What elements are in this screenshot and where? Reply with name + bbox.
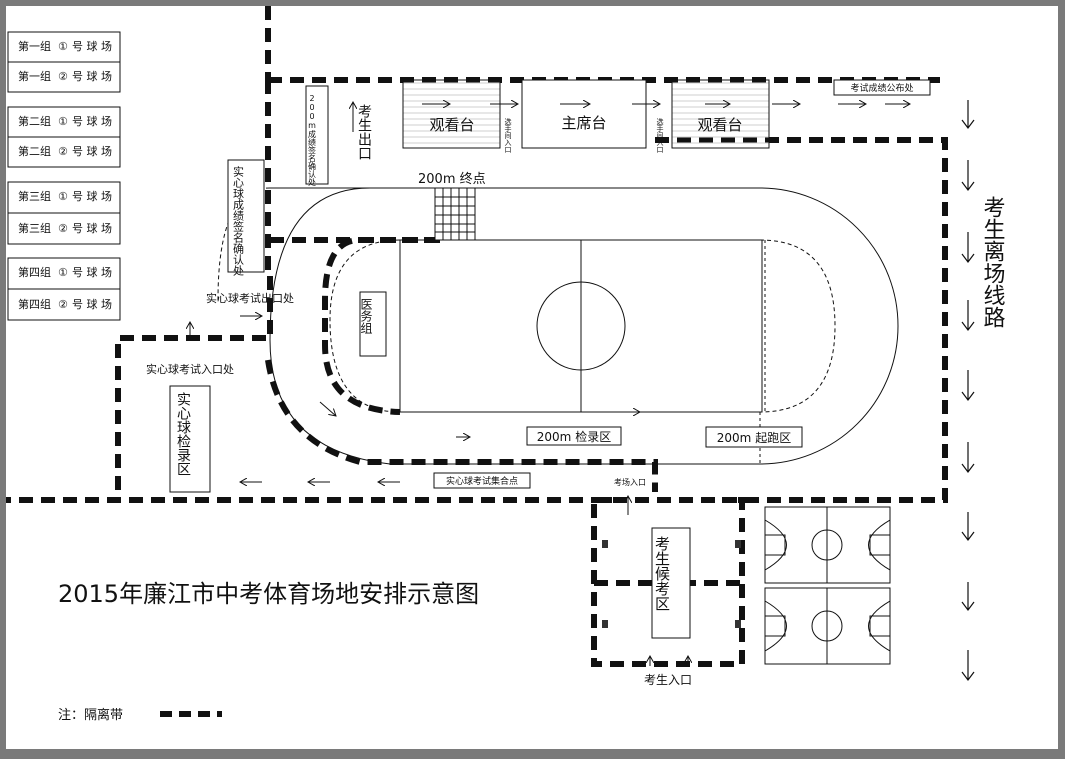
group-box-4 [7,257,121,321]
shotput-entry-label: 实心球考试入口处 [146,362,234,376]
group-box-2 [7,106,121,168]
group-label: 第三组 [18,221,51,235]
group-label: 第二组 [18,144,51,158]
finish-line-grid [434,187,476,241]
track-arrows [240,401,640,482]
venue-entry-label: 考场入口 [614,478,646,487]
stand-main: 主席台 [521,79,647,149]
court-label: 号 球 场 [72,265,112,279]
stand-right-label: 观看台 [697,116,742,134]
shotput-exit-label: 实心球考试出口处 [206,291,294,305]
athlete-entrance-1: 选手间入口 [504,117,512,153]
student-entry-label: 考生入口 [644,673,692,687]
athlete-entrance-2: 选手间入口 [656,117,664,153]
score-notice-box [833,79,931,96]
court-label: 号 球 场 [72,39,112,53]
waiting-area-markers [602,540,741,628]
court-label: 号 球 场 [72,189,112,203]
court-label: 号 球 场 [72,144,112,158]
group-label: 第一组 [18,69,51,83]
soccer-field [399,239,763,413]
court-number: ② [58,145,68,158]
leave-route-arrows [961,100,975,681]
stand-left-label: 观看台 [429,116,474,134]
group-label: 第四组 [18,265,51,279]
start-200m-label: 200m 起跑区 [717,431,791,445]
group-label: 第一组 [18,39,51,53]
waiting-area-box [651,527,691,639]
confirm-200m-box [305,85,329,185]
court-label: 号 球 场 [72,221,112,235]
score-notice-label: 考试成绩公布处 [850,82,913,94]
group-label: 第三组 [18,189,51,203]
court-label: 号 球 场 [72,297,112,311]
finish-200m-label: 200m 终点 [418,171,486,187]
court-number: ① [58,40,68,53]
court-number: ① [58,115,68,128]
start-200m-box [705,426,803,448]
check-200m-box [526,426,622,446]
court-number: ② [58,298,68,311]
shotput-gather-label: 实心球考试集合点 [446,475,518,487]
group-box-1 [7,31,121,93]
waiting-area-label: 考生候考区 [653,536,671,611]
group-box-3 [7,181,121,245]
shotput-check-label: 实心球检录区 [175,392,191,476]
student-entry-arrows [650,656,688,666]
flow-arrows-top [353,102,910,132]
stand-right: 观看台 [671,79,770,149]
shotput-confirm-box [227,159,265,273]
shotput-check-box [169,385,211,493]
court-label: 号 球 场 [72,69,112,83]
stand-left: 观看台 [402,79,501,149]
legend-label: 注：隔离带 [58,707,123,723]
group-label: 第四组 [18,297,51,311]
check-200m-label: 200m 检录区 [537,429,611,444]
stand-main-label: 主席台 [561,114,606,132]
basketball-court-2 [764,587,891,665]
student-exit-label: 考生出口 [356,104,372,160]
page-title: 2015年廉江市中考体育场地安排示意图 [58,580,479,608]
court-number: ① [58,190,68,203]
group-list: 第一组 ① 号 球 场 第一组 ② 号 球 场 第二组 ① 号 球 场 第二组 … [7,31,121,321]
basketball-court-1 [764,506,891,584]
court-number: ① [58,266,68,279]
court-number: ② [58,222,68,235]
shotput-gather-box [433,472,531,489]
confirm-200m-label: 200m成绩签名确认处 [307,94,316,187]
medical-label: 医务组 [359,298,373,334]
medical-box [359,291,387,357]
court-label: 号 球 场 [72,114,112,128]
court-number: ② [58,70,68,83]
shotput-confirm-label: 实心球成绩签名确认处 [232,165,245,277]
leave-route-label: 考生离场线路 [980,196,1006,328]
group-label: 第二组 [18,114,51,128]
